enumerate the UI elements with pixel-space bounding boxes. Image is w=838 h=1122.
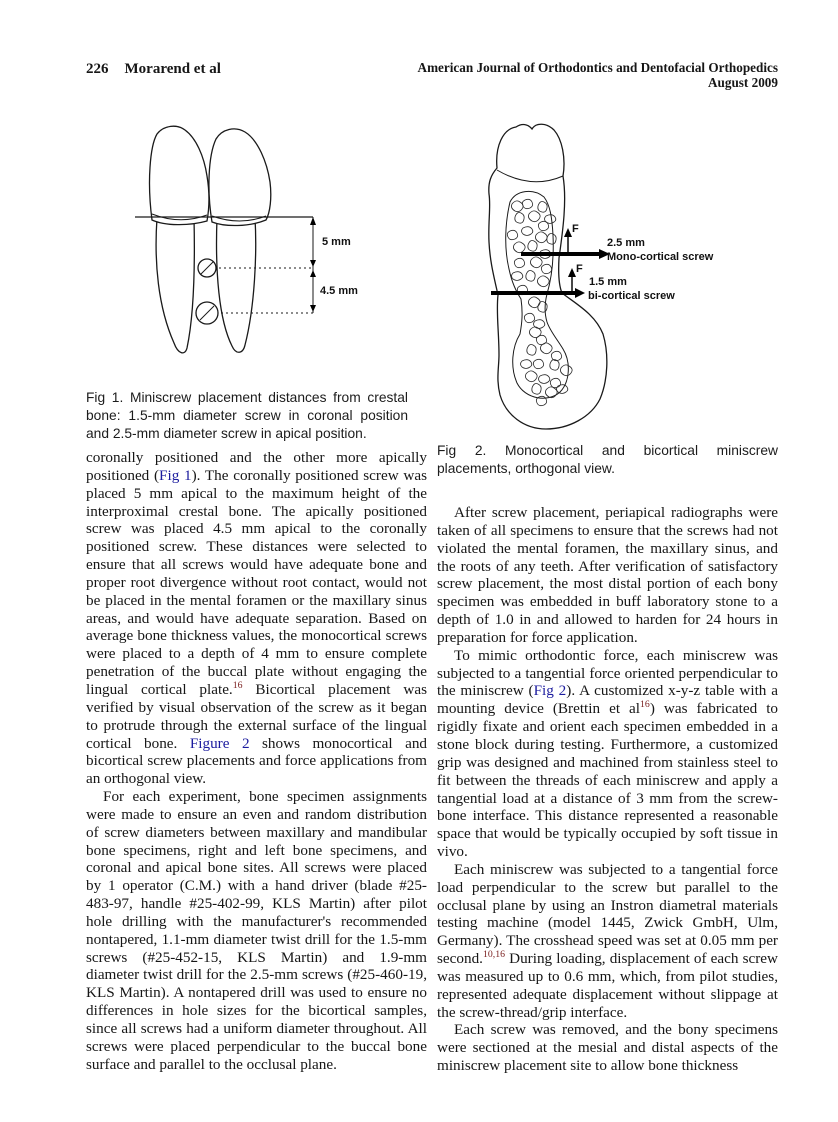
body-text: For each experiment, bone specimen assig… [86, 788, 427, 1073]
figure-crossref-link[interactable]: Fig 1 [159, 466, 192, 484]
dimension-lines [219, 217, 316, 314]
force-label-mono: F [572, 223, 579, 235]
body-text: shows monocortical and bicortical screw … [86, 734, 428, 788]
body-text: Each miniscrew was subjected to a tangen… [437, 860, 778, 968]
paragraph: Each miniscrew was subjected to a tangen… [437, 861, 778, 1022]
mono-name-label: Mono-cortical screw [607, 251, 714, 263]
body-text: During loading, displacement of each scr… [437, 950, 778, 1021]
running-head-left: 226 Morarend et al [86, 61, 221, 78]
citation-reference-link[interactable]: 16 [640, 699, 650, 711]
dimension-label-5mm: 5 mm [322, 236, 351, 248]
body-text: Bicortical placement was verified by vis… [86, 680, 427, 752]
bi-name-label: bi-cortical screw [588, 290, 675, 302]
body-text: coronally positioned and the other more … [86, 449, 427, 484]
dimension-label-4-5mm: 4.5 mm [320, 285, 358, 297]
coronal-miniscrew-symbol [197, 258, 217, 278]
bi-size-label: 1.5 mm [589, 276, 627, 288]
monocortical-force-arrow [564, 228, 572, 252]
bicortical-screw [491, 288, 585, 298]
tooth-left [148, 125, 210, 354]
figure-crossref-link[interactable]: Fig 2 [533, 682, 567, 700]
paragraph: After screw placement, periapical radiog… [437, 504, 778, 647]
figure-crossref-link[interactable]: Figure 2 [189, 734, 250, 752]
left-column: coronally positioned and the other more … [86, 449, 427, 1074]
mono-size-label: 2.5 mm [607, 237, 645, 249]
fig1-caption: Fig 1. Miniscrew placement distances fro… [86, 390, 408, 442]
paragraph: coronally positioned and the other more … [86, 449, 427, 788]
journal-title: American Journal of Orthodontics and Den… [417, 60, 778, 75]
right-column: After screw placement, periapical radiog… [437, 504, 778, 1075]
paragraph: For each experiment, bone specimen assig… [86, 788, 427, 1074]
citation-reference-link[interactable]: 16 [232, 679, 243, 691]
body-text: ) was fabricated to rigidly fixate and o… [437, 700, 779, 861]
fig1-miniscrew-placement-drawing: 5 mm 4.5 mm [135, 125, 358, 354]
body-text: Each screw was removed, and the bony spe… [437, 1021, 778, 1075]
body-text: ). A customized x-y-z table with a mount… [437, 682, 778, 718]
body-text: To mimic orthodontic force, each miniscr… [437, 646, 778, 700]
running-authors: Morarend et al [124, 61, 221, 77]
force-label-bi: F [576, 263, 583, 275]
fig2-orthogonal-view-drawing: F 2.5 mm Mono-cortical screw F 1.5 mm bi… [488, 123, 714, 430]
citation-reference-link[interactable]: 10,16 [482, 949, 506, 961]
issue-date: August 2009 [708, 75, 778, 90]
monocortical-screw [521, 249, 610, 259]
body-text: ). The coronally positioned screw was pl… [86, 466, 427, 698]
running-head-right: American Journal of Orthodontics and Den… [418, 60, 778, 90]
body-text: After screw placement, periapical radiog… [437, 504, 778, 646]
paragraph: Each screw was removed, and the bony spe… [437, 1021, 778, 1075]
page-number: 226 [86, 61, 109, 77]
bicortical-force-arrow [568, 268, 576, 291]
apical-miniscrew-symbol [195, 301, 219, 325]
tooth-right [208, 128, 272, 353]
fig2-caption: Fig 2. Monocortical and bicortical minis… [437, 443, 778, 477]
bone-outline [488, 123, 608, 430]
paragraph: To mimic orthodontic force, each miniscr… [437, 647, 778, 861]
